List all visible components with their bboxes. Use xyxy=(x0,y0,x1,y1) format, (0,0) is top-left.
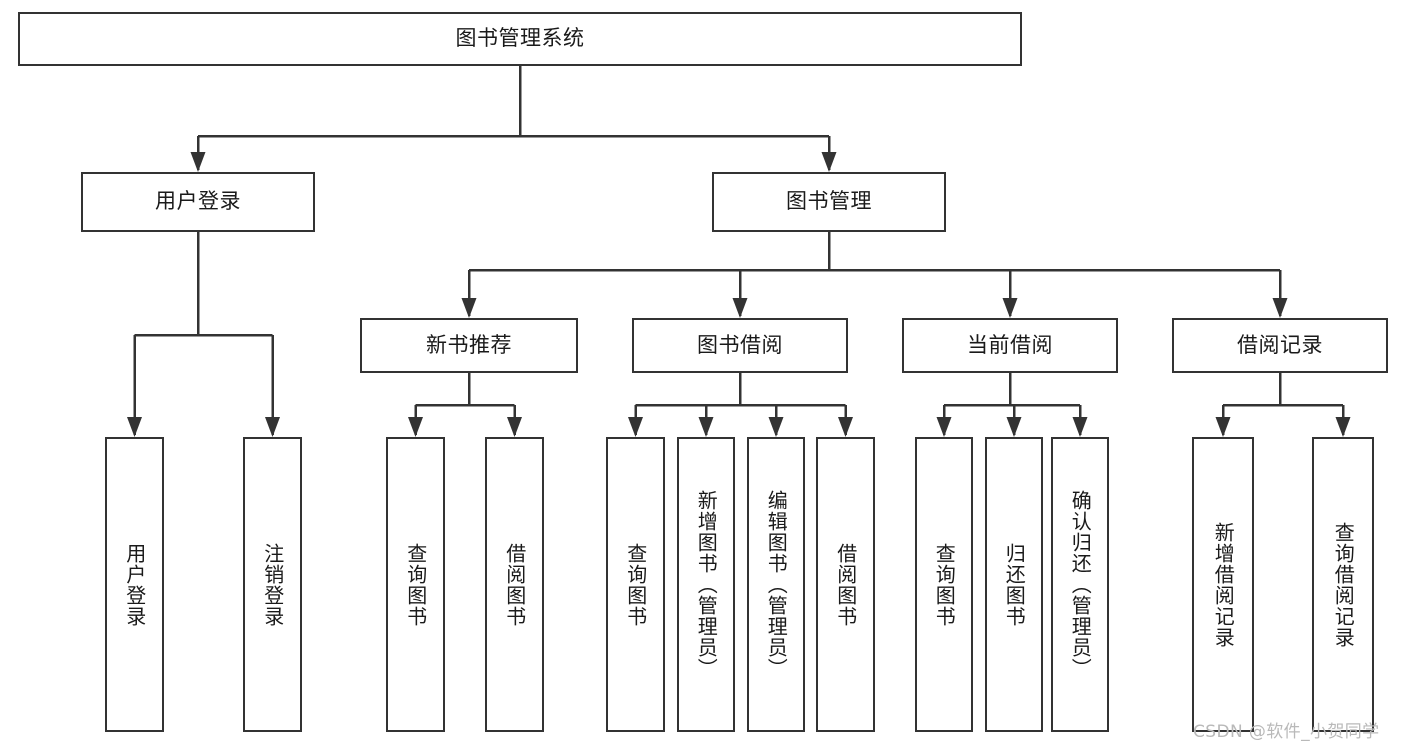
leaf-node-label: 注销登录 xyxy=(260,542,285,627)
arrow-head-icon xyxy=(265,417,280,437)
leaf-node-label: 查询借阅记录 xyxy=(1331,521,1356,648)
arrow-head-icon xyxy=(461,298,477,318)
leaf-node-label: 新增图书（管理员） xyxy=(694,490,719,679)
level3-node-label: 图书借阅 xyxy=(697,332,783,357)
arrow-head-icon xyxy=(1002,298,1018,318)
leaf-node-label: 查询图书 xyxy=(403,542,428,627)
arrow-head-icon xyxy=(1072,417,1088,437)
level2-node-book-manage[interactable]: 图书管理 xyxy=(712,172,946,232)
leaf-node-leaf-user-login[interactable]: 用户登录 xyxy=(105,437,164,732)
leaf-node-leaf-query-book-new[interactable]: 查询图书 xyxy=(386,437,445,732)
leaf-node-label: 用户登录 xyxy=(122,542,147,627)
arrow-head-icon xyxy=(190,152,206,172)
leaf-node-label: 新增借阅记录 xyxy=(1211,521,1236,648)
leaf-node-label: 确认归还（管理员） xyxy=(1068,490,1093,679)
level2-node-label: 图书管理 xyxy=(786,189,872,214)
arrow-head-icon xyxy=(1215,417,1231,437)
leaf-node-label: 借阅图书 xyxy=(833,542,858,627)
level3-node-label: 借阅记录 xyxy=(1237,332,1323,357)
leaf-node-leaf-query-book[interactable]: 查询图书 xyxy=(606,437,665,732)
arrow-head-icon xyxy=(1006,417,1022,437)
level2-node-user-login[interactable]: 用户登录 xyxy=(81,172,315,232)
root-node-book-management-system[interactable]: 图书管理系统 xyxy=(18,12,1022,66)
leaf-node-label: 借阅图书 xyxy=(502,542,527,627)
arrow-head-icon xyxy=(698,417,714,437)
leaf-node-leaf-confirm-return[interactable]: 确认归还（管理员） xyxy=(1051,437,1109,732)
arrow-head-icon xyxy=(127,417,142,437)
level3-node-label: 新书推荐 xyxy=(426,332,512,357)
arrow-head-icon xyxy=(732,298,748,318)
arrow-head-icon xyxy=(1335,417,1351,437)
level3-node-label: 当前借阅 xyxy=(967,332,1053,357)
leaf-node-leaf-edit-book[interactable]: 编辑图书（管理员） xyxy=(747,437,805,732)
leaf-node-label: 编辑图书（管理员） xyxy=(764,490,789,679)
root-node-label: 图书管理系统 xyxy=(455,26,585,51)
leaf-node-label: 归还图书 xyxy=(1002,542,1027,627)
level3-node-borrow-record[interactable]: 借阅记录 xyxy=(1172,318,1388,373)
leaf-node-leaf-query-record[interactable]: 查询借阅记录 xyxy=(1312,437,1374,732)
arrow-head-icon xyxy=(768,417,784,437)
leaf-node-leaf-return-book[interactable]: 归还图书 xyxy=(985,437,1043,732)
leaf-node-leaf-add-record[interactable]: 新增借阅记录 xyxy=(1192,437,1254,732)
level3-node-book-borrow[interactable]: 图书借阅 xyxy=(632,318,848,373)
leaf-node-leaf-add-book[interactable]: 新增图书（管理员） xyxy=(677,437,735,732)
arrow-head-icon xyxy=(821,152,837,172)
arrow-head-icon xyxy=(408,417,423,437)
leaf-node-label: 查询图书 xyxy=(932,542,957,627)
leaf-node-leaf-query-book-cur[interactable]: 查询图书 xyxy=(915,437,973,732)
arrow-head-icon xyxy=(628,417,643,437)
level3-node-new-book-recommend[interactable]: 新书推荐 xyxy=(360,318,578,373)
level2-node-label: 用户登录 xyxy=(155,189,241,214)
arrow-head-icon xyxy=(507,417,522,437)
arrow-head-icon xyxy=(1272,298,1288,318)
arrow-head-icon xyxy=(936,417,952,437)
arrow-head-icon xyxy=(838,417,853,437)
level3-node-current-borrow[interactable]: 当前借阅 xyxy=(902,318,1118,373)
leaf-node-leaf-logout[interactable]: 注销登录 xyxy=(243,437,302,732)
leaf-node-leaf-borrow-book[interactable]: 借阅图书 xyxy=(816,437,875,732)
leaf-node-label: 查询图书 xyxy=(623,542,648,627)
leaf-node-leaf-borrow-book-new[interactable]: 借阅图书 xyxy=(485,437,544,732)
